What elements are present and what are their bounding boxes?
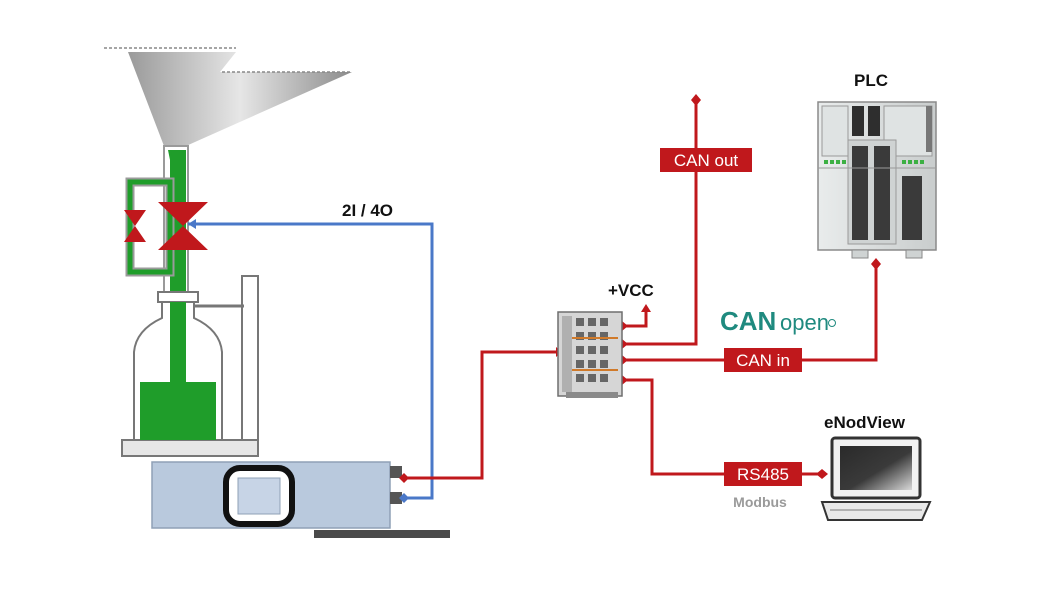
can-in-label: CAN in bbox=[736, 351, 790, 370]
valve-assembly bbox=[124, 145, 208, 295]
laptop-icon bbox=[820, 436, 932, 521]
vcc-label: +VCC bbox=[608, 281, 654, 300]
plc-device bbox=[817, 101, 937, 259]
bottle bbox=[133, 291, 223, 441]
rs485-label: RS485 bbox=[737, 465, 789, 484]
loadcell-signal-wire bbox=[404, 350, 556, 480]
canopen-logo-open: open bbox=[780, 310, 829, 335]
plc-label: PLC bbox=[854, 71, 888, 90]
io-diamond bbox=[399, 493, 409, 503]
can-out-wire bbox=[622, 100, 698, 346]
rs485-wire bbox=[622, 378, 822, 476]
io-wire bbox=[188, 222, 434, 500]
signal-diamond bbox=[399, 473, 409, 483]
terminal-block bbox=[557, 311, 623, 398]
load-cell bbox=[151, 461, 450, 538]
rs485-label-box: RS485 bbox=[724, 462, 802, 486]
io-label: 2I / 4O bbox=[342, 201, 393, 220]
enodview-label: eNodView bbox=[824, 413, 906, 432]
can-in-wire bbox=[622, 264, 878, 362]
can-in-label-box: CAN in bbox=[724, 348, 802, 372]
canopen-logo-can: CAN bbox=[720, 306, 776, 336]
vcc-wire bbox=[622, 308, 648, 328]
hopper-funnel bbox=[104, 47, 352, 146]
io-arrow-head bbox=[188, 219, 196, 229]
canopen-logo: CAN open bbox=[720, 306, 836, 336]
can-out-label: CAN out bbox=[674, 151, 739, 170]
can-out-label-box: CAN out bbox=[660, 148, 752, 172]
modbus-label: Modbus bbox=[733, 494, 787, 510]
